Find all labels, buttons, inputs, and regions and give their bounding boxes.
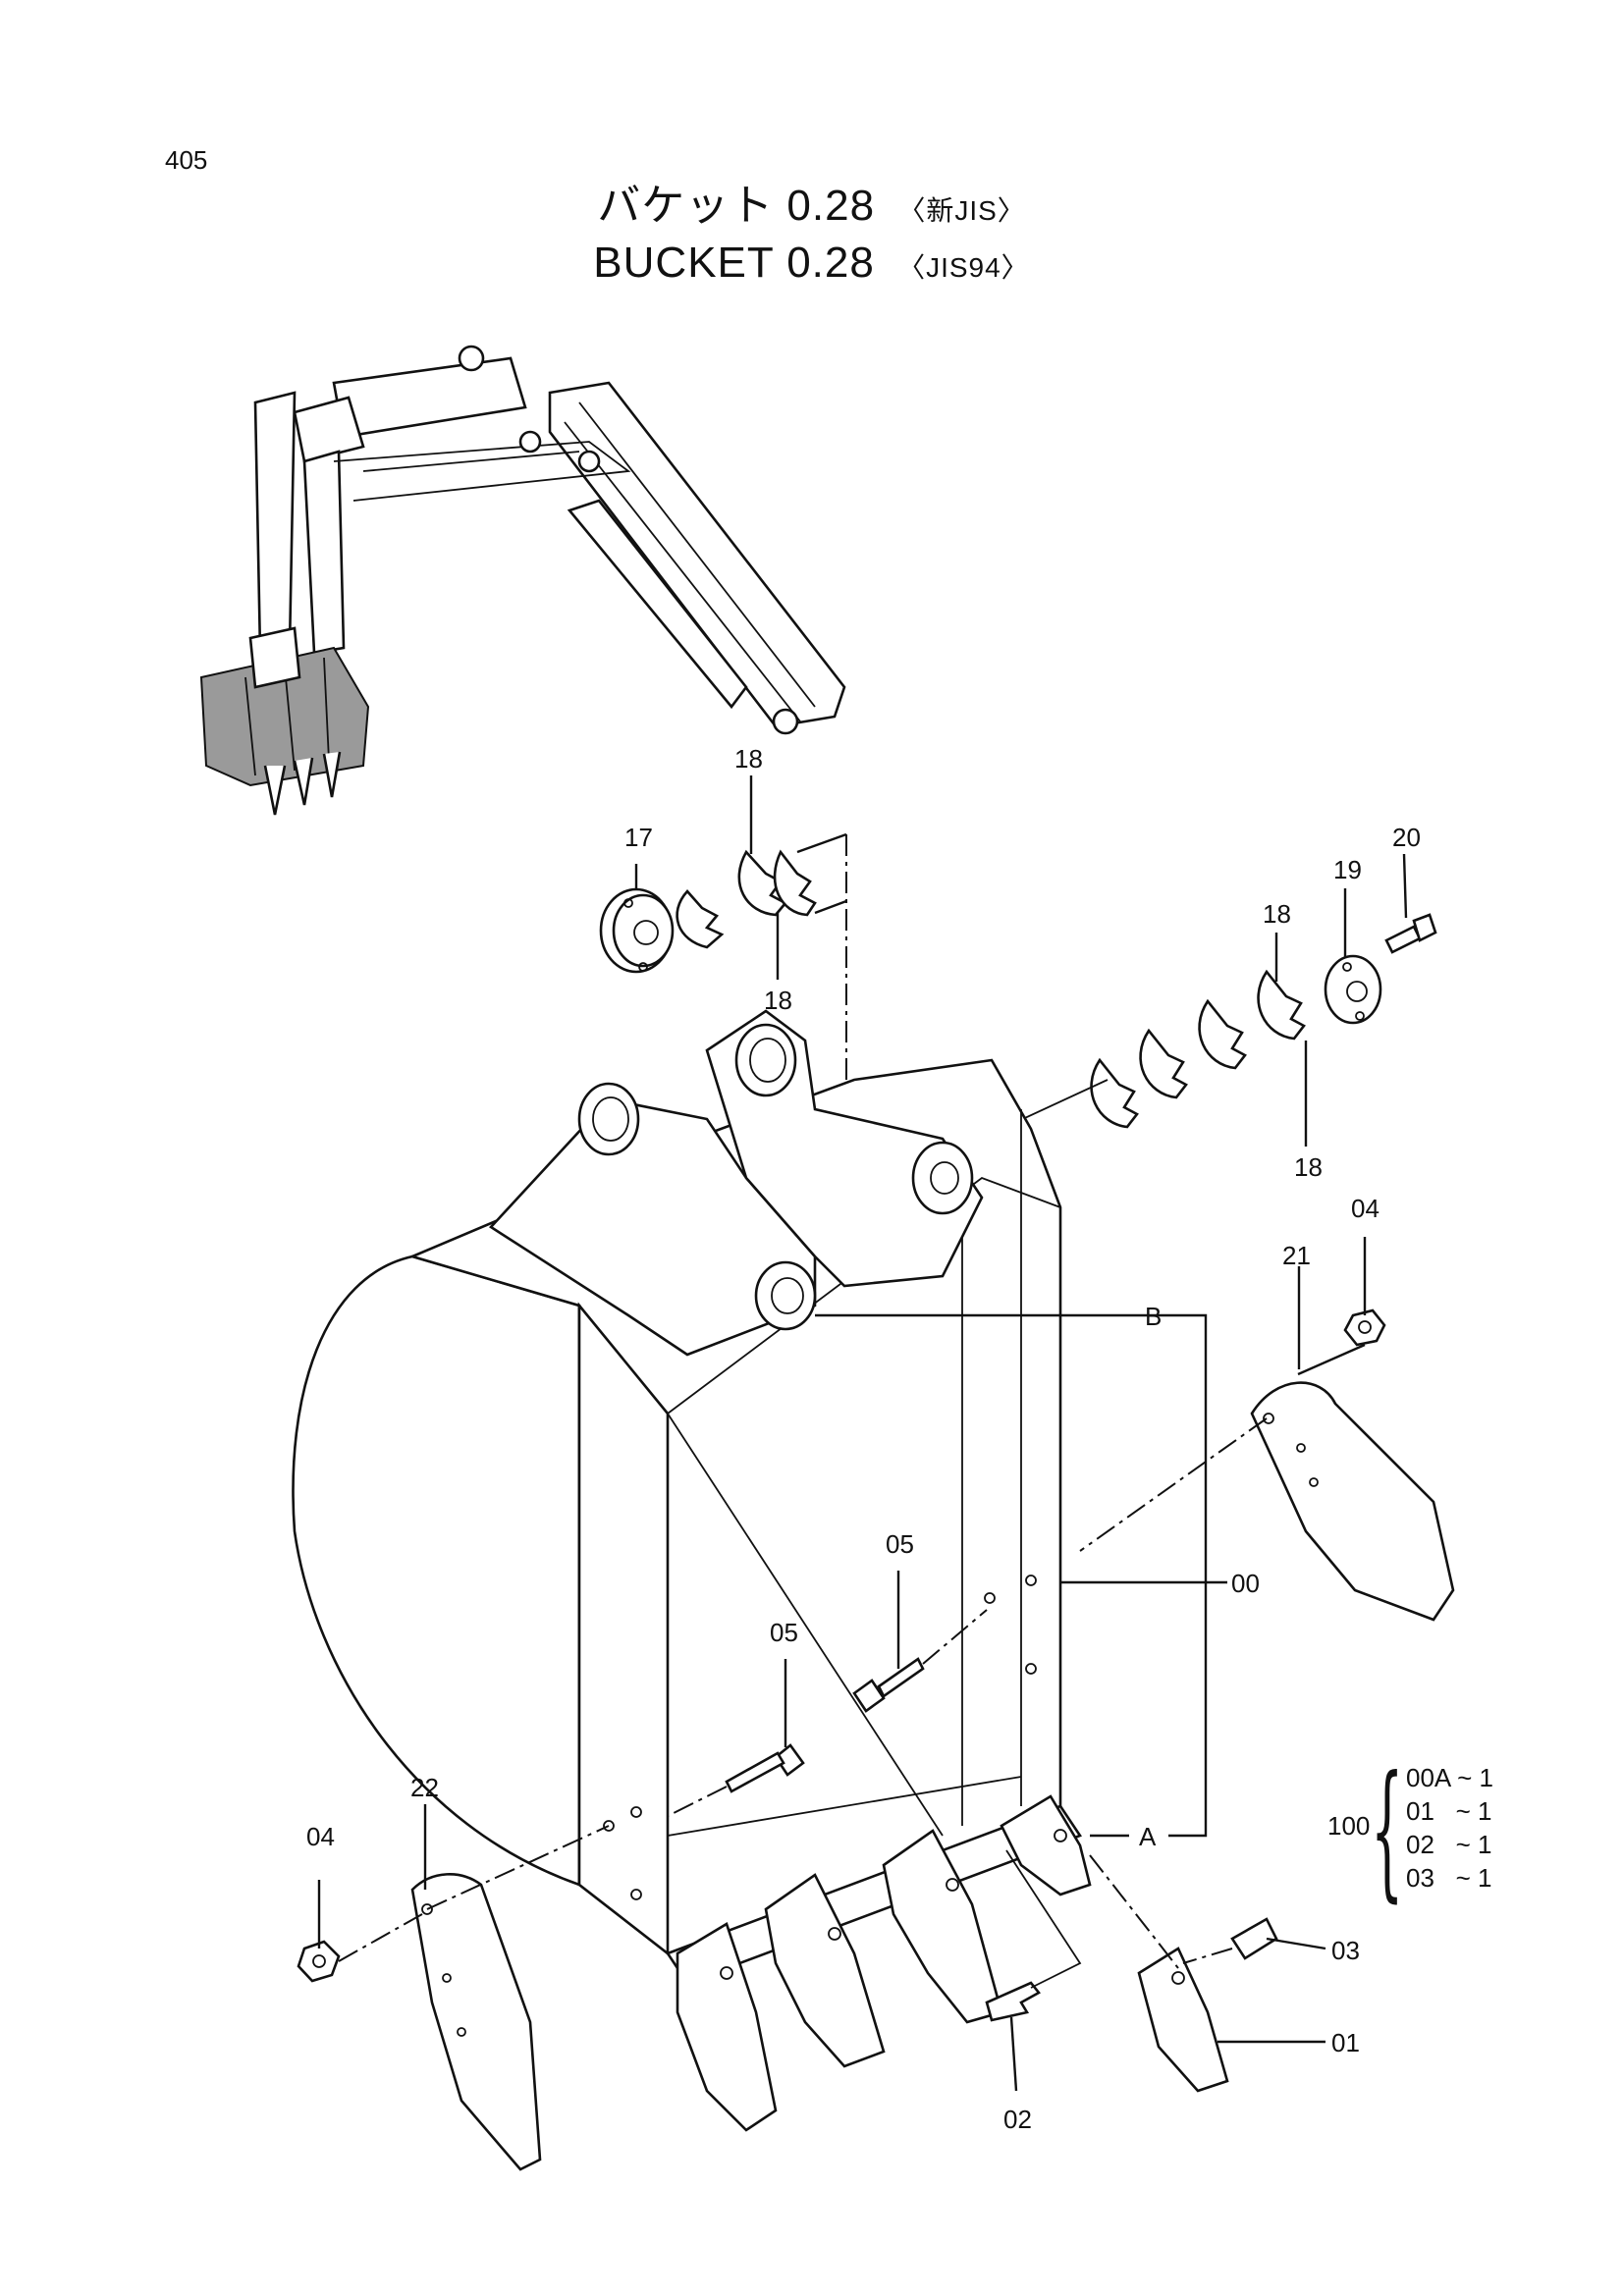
callout-02: 02: [1003, 2105, 1032, 2134]
left-pin-group: [599, 832, 847, 1227]
kit-row: 03 ~ 1: [1406, 1863, 1492, 1893]
callout-22: 22: [410, 1773, 439, 1802]
title-japanese: バケット 0.28 〈新JIS〉: [0, 185, 1623, 228]
callout-04-left: 04: [306, 1822, 335, 1851]
leader-20: [1402, 853, 1408, 919]
title-japanese-text: バケット 0.28: [597, 182, 876, 230]
bolt-05-upper: [852, 1571, 988, 1713]
side-cutter-right: [1079, 1343, 1455, 1622]
title-english-text: BUCKET 0.28: [593, 239, 875, 287]
assembly-line-lock: [1005, 1849, 1082, 1989]
callout-18-upper-left: 18: [734, 744, 763, 774]
callout-21: 21: [1282, 1241, 1311, 1270]
page-number: 405: [165, 145, 208, 175]
callout-19: 19: [1333, 855, 1362, 884]
kit-row: 00A ~ 1: [1406, 1763, 1493, 1792]
callout-a: A: [1139, 1822, 1157, 1851]
bolt-05-lower: [667, 1659, 805, 1817]
callout-00: 00: [1231, 1569, 1260, 1598]
title-japanese-standard: 〈新JIS〉: [897, 195, 1026, 226]
callout-18-upper-right: 18: [1263, 899, 1291, 929]
callout-03: 03: [1331, 1936, 1360, 1965]
callout-17: 17: [624, 823, 653, 852]
title-english: BUCKET 0.28 〈JIS94〉: [0, 241, 1623, 285]
kit-row: 02 ~ 1: [1406, 1830, 1492, 1859]
nut-04-left: [297, 1880, 423, 1983]
callout-18-lower-left: 18: [764, 986, 792, 1015]
callout-05-lower: 05: [770, 1618, 798, 1647]
bucket-body: [292, 1009, 1092, 2132]
callout-18-lower-right: 18: [1294, 1152, 1323, 1182]
excavator-arm-illustration: [199, 345, 846, 816]
callout-05-upper: 05: [886, 1529, 914, 1559]
callout-b: B: [1145, 1302, 1162, 1331]
pin-03: [1182, 1917, 1326, 1964]
bucket-teeth: [676, 1794, 1092, 2132]
nut-04-right: [1343, 1237, 1386, 1347]
callout-20: 20: [1392, 823, 1421, 852]
tooth-point-01: [1137, 1947, 1325, 2093]
kit-brace: {: [1371, 1745, 1404, 1916]
right-pin-group: [1001, 913, 1437, 1130]
assembly-line-tooth: [1089, 1854, 1179, 1969]
title-english-standard: 〈JIS94〉: [897, 252, 1030, 283]
kit-row: 01 ~ 1: [1406, 1796, 1492, 1826]
callout-01: 01: [1331, 2028, 1360, 2057]
lock-02: [985, 1981, 1041, 2092]
leader-b: [815, 1313, 1208, 1838]
kit-label: 100: [1327, 1811, 1371, 1841]
callout-04-right: 04: [1351, 1194, 1380, 1223]
